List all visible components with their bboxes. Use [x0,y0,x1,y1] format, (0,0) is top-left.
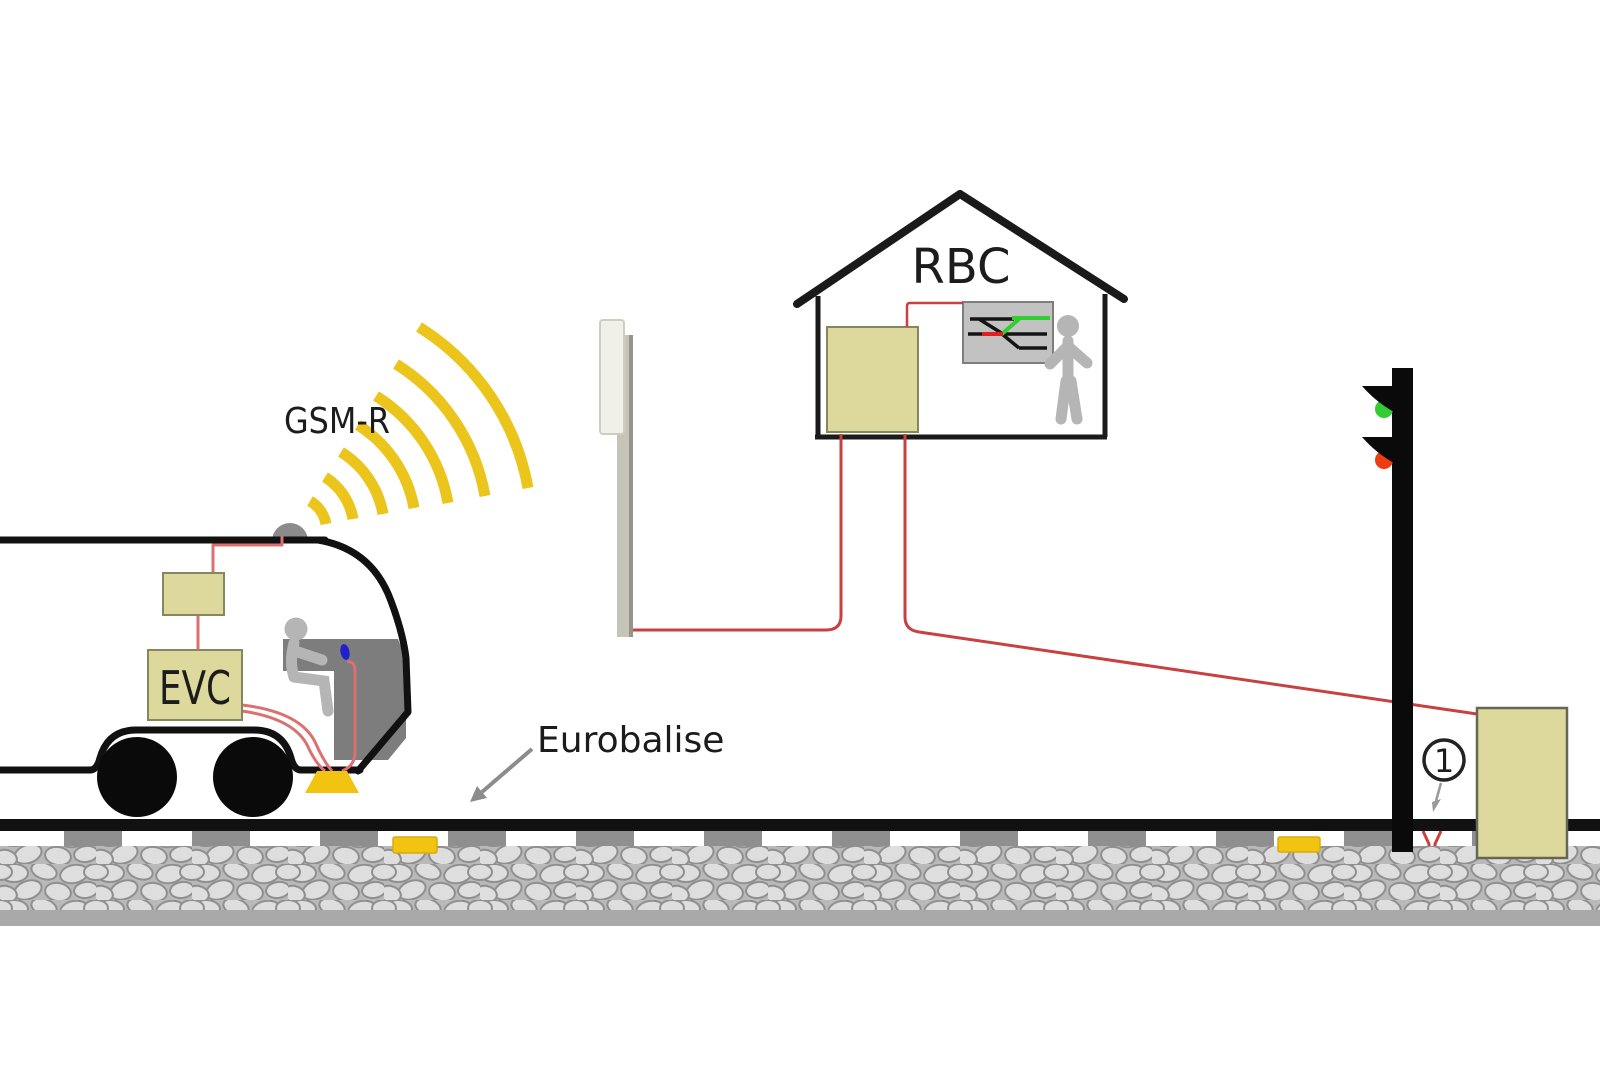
driver-head [284,617,308,641]
ballast [0,846,1600,912]
radio-waves-icon [306,322,534,526]
gsm-r-base-station-mast [599,319,633,637]
train-cab-with-driver: EVC [0,523,412,817]
track [0,819,1600,926]
rbc-label: RBC [912,239,1011,295]
wire-evc-to-balise-antenna-1 [241,703,334,772]
eurobalise-arrow-head [470,786,487,802]
mast-pole-shadow [629,335,633,637]
track-layout-display [962,301,1054,364]
wire-evc-to-balise-antenna-2 [241,709,326,773]
wire-antenna-to-radio [211,536,284,573]
rbc-control-building: RBC [793,190,1128,440]
mast-antenna-panel [599,319,625,435]
train-body-outline [0,536,412,775]
wire-dmi-down [341,660,357,773]
gsm-r-label: GSM-R [284,401,390,442]
dmi-display [340,644,350,660]
callout-1-arrow-head [1432,799,1441,812]
dispatcher-head [1057,315,1079,337]
wire-mast-to-rbc [633,434,843,632]
lineside-signal-green-red [1362,368,1413,852]
display-route-green [1000,316,1050,336]
callout-1-arrow-line [1434,782,1443,802]
rbc-walls [815,294,1108,440]
signal-hood-top [1362,386,1394,412]
eurobalise-callout: Eurobalise [470,720,724,802]
eurobalise-on-track-2 [1277,836,1321,853]
evc-label: EVC [159,661,231,715]
onboard-balise-antenna [305,771,359,793]
signal-hood-bottom [1362,437,1394,463]
gsm-r-radio-unit-box [162,572,225,616]
driver-console [283,639,406,760]
wire-rbc-to-display [905,301,963,327]
wheel-front [213,737,293,817]
rbc-roof [793,190,1128,308]
callout-1-number: 1 [1434,742,1454,780]
callout-1: 1 [1422,738,1466,812]
wire-rbc-to-leu [903,434,1478,716]
callout-1-circle [1422,738,1466,782]
evc-box [147,649,243,721]
ballast-base-strip [0,910,1600,926]
eurobalise-on-track-1 [392,836,438,854]
eurobalise-label: Eurobalise [537,720,724,761]
dispatcher-figure [1044,315,1093,425]
onboard-wires [196,536,357,773]
lineside-electronic-unit-box [1475,706,1569,860]
driver-figure [284,617,334,717]
eurobalise-arrow-line [480,747,534,794]
signal-pole [1392,368,1413,852]
display-track-lines [968,317,1047,350]
rail [0,819,1600,831]
rbc-computer-box [826,326,919,433]
wheel-rear [97,737,177,817]
